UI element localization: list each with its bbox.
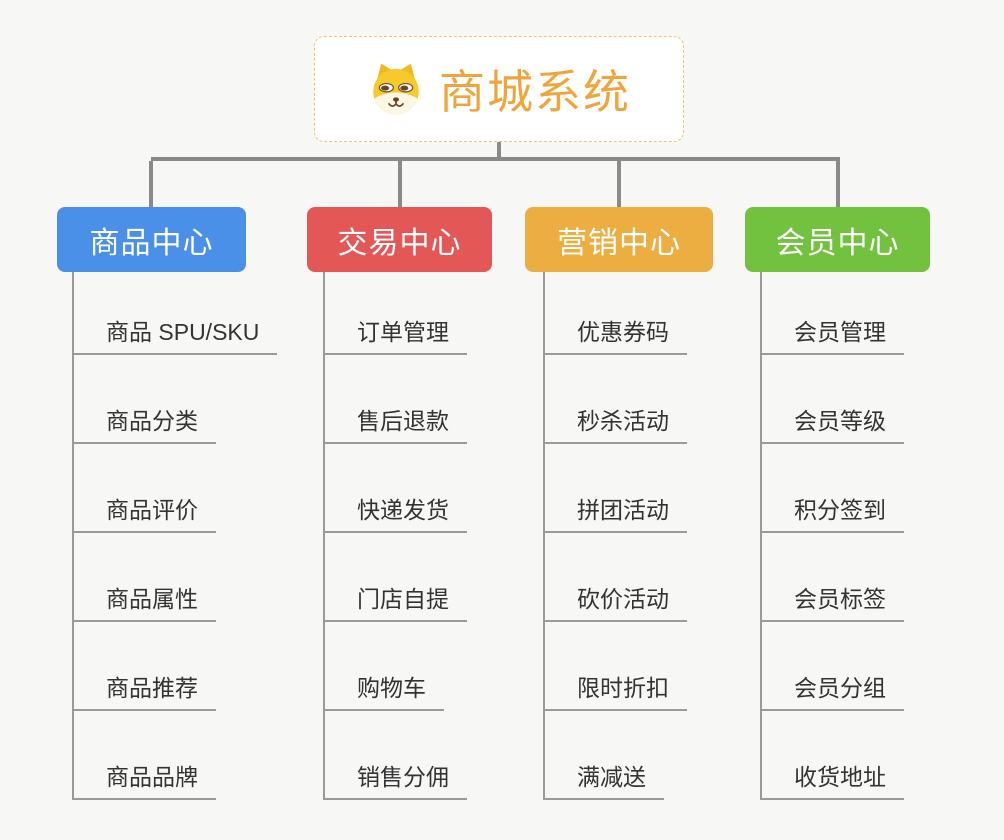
connector-column-3 [543, 272, 545, 800]
root-title: 商城系统 [439, 66, 631, 118]
shiba-dog-icon [373, 63, 419, 115]
leaf-item[interactable]: 会员分组 [760, 676, 904, 711]
branch-product-center[interactable]: 商品中心 [57, 207, 246, 272]
leaf-item[interactable]: 快递发货 [323, 498, 467, 533]
leaf-item[interactable]: 会员标签 [760, 587, 904, 622]
connector-column-4 [760, 272, 762, 800]
leaf-item[interactable]: 购物车 [323, 676, 444, 711]
leaf-item[interactable]: 积分签到 [760, 498, 904, 533]
connector-root-stub [497, 142, 501, 157]
leaf-item[interactable]: 商品分类 [72, 409, 216, 444]
leaf-item[interactable]: 商品评价 [72, 498, 216, 533]
branch-trade-center[interactable]: 交易中心 [307, 207, 492, 272]
leaf-item[interactable]: 商品品牌 [72, 765, 216, 800]
leaf-item[interactable]: 满减送 [543, 765, 664, 800]
leaf-item[interactable]: 拼团活动 [543, 498, 687, 533]
leaf-item[interactable]: 优惠券码 [543, 320, 687, 355]
leaf-item[interactable]: 订单管理 [323, 320, 467, 355]
branch-marketing-center[interactable]: 营销中心 [525, 207, 713, 272]
leaf-item[interactable]: 商品 SPU/SKU [72, 320, 278, 355]
leaf-item[interactable]: 秒杀活动 [543, 409, 687, 444]
leaf-item[interactable]: 收货地址 [760, 765, 904, 800]
leaf-item[interactable]: 砍价活动 [543, 587, 687, 622]
leaf-item[interactable]: 商品推荐 [72, 676, 216, 711]
leaf-item[interactable]: 门店自提 [323, 587, 467, 622]
leaf-item[interactable]: 限时折扣 [543, 676, 687, 711]
connector-drop-4 [836, 161, 840, 207]
root-node[interactable]: 商城系统 [314, 36, 684, 142]
connector-column-2 [323, 272, 325, 800]
connector-drop-2 [398, 161, 402, 207]
connector-rail [151, 157, 840, 161]
leaf-item[interactable]: 商品属性 [72, 587, 216, 622]
connector-column-1 [72, 272, 74, 800]
leaf-item[interactable]: 会员管理 [760, 320, 904, 355]
connector-drop-1 [149, 161, 153, 207]
connector-drop-3 [617, 161, 621, 207]
branch-member-center[interactable]: 会员中心 [745, 207, 930, 272]
leaf-item[interactable]: 会员等级 [760, 409, 904, 444]
leaf-item[interactable]: 销售分佣 [323, 765, 467, 800]
leaf-item[interactable]: 售后退款 [323, 409, 467, 444]
